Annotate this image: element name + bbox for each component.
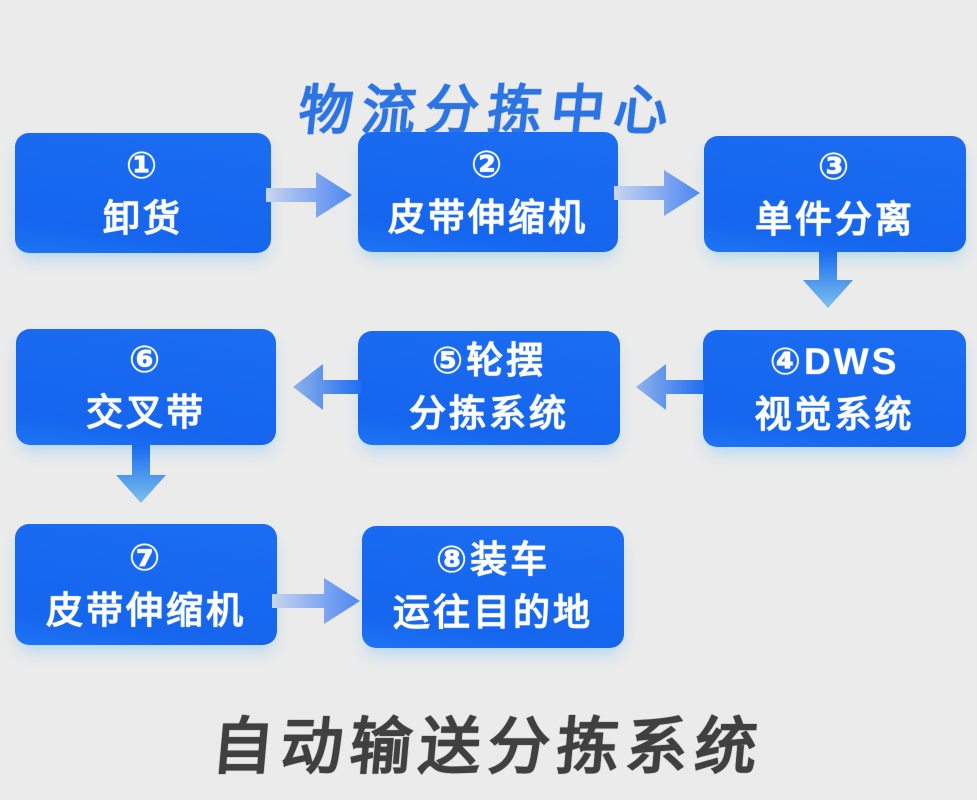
arrow-2-to-3-icon	[614, 170, 700, 216]
step-label: 皮带伸缩机	[388, 197, 588, 238]
step-label: 交叉带	[86, 392, 206, 433]
step-label: 运往目的地	[393, 592, 593, 633]
step-label: 单件分离	[755, 199, 915, 240]
step-number: ③	[817, 146, 853, 188]
flow-step-2-telescopic-belt: ② 皮带伸缩机	[358, 132, 618, 252]
arrow-3-to-4-icon	[803, 250, 853, 308]
flow-step-3-singulation: ③ 单件分离	[704, 136, 966, 252]
step-label: 卸货	[103, 198, 183, 239]
step-number: ⑦	[128, 536, 164, 578]
arrow-7-to-8-icon	[272, 578, 360, 624]
step-number: ②	[470, 144, 506, 186]
flow-step-5-wheel-sorter: ⑤轮摆 分拣系统	[358, 331, 620, 445]
flow-step-4-dws-vision: ④DWS 视觉系统	[703, 330, 966, 447]
flow-step-7-telescopic-belt: ⑦ 皮带伸缩机	[15, 524, 277, 645]
flow-step-6-cross-belt: ⑥ 交叉带	[16, 329, 276, 445]
step-label: 视觉系统	[754, 393, 915, 435]
step-number: ⑥	[128, 339, 164, 381]
step-number: ①	[125, 145, 161, 187]
footer-title: 自动输送分拣系统	[208, 713, 767, 782]
step-number: ⑤轮摆	[431, 340, 547, 382]
arrow-6-to-7-icon	[116, 445, 166, 503]
step-label: 分拣系统	[409, 393, 569, 434]
arrow-5-to-6-icon	[293, 364, 361, 410]
flow-step-8-loading: ⑧装车 运往目的地	[362, 526, 624, 648]
step-number: ④DWS	[769, 340, 900, 382]
arrow-1-to-2-icon	[266, 172, 352, 218]
flow-step-1-unloading: ① 卸货	[15, 133, 271, 253]
step-number: ⑧装车	[435, 539, 551, 581]
arrow-4-to-5-icon	[636, 364, 704, 410]
step-label: 皮带伸缩机	[46, 589, 246, 631]
